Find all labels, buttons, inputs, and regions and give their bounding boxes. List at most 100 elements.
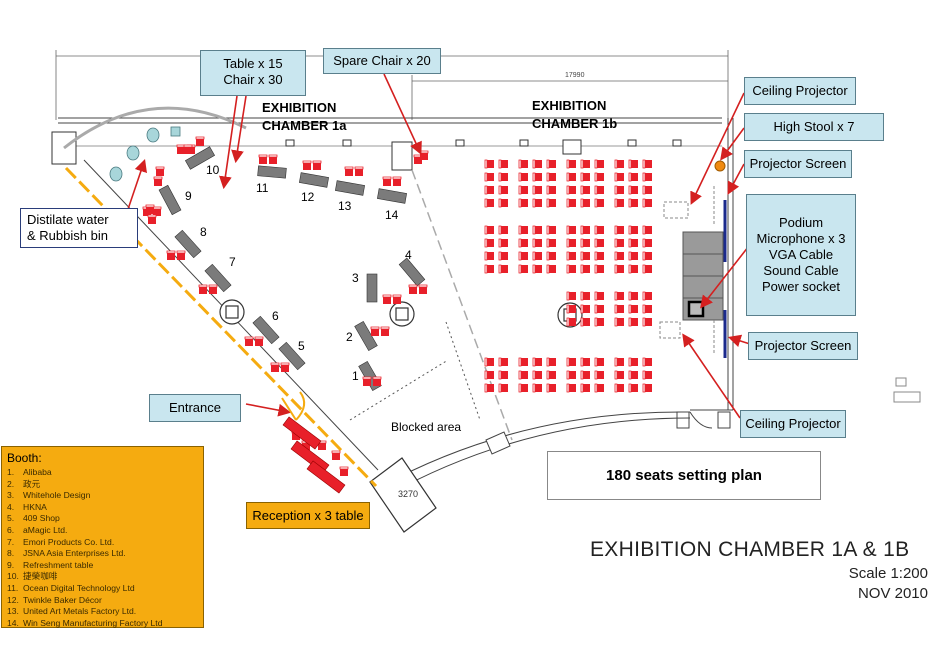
- audience-seat: [628, 251, 639, 261]
- audience-seat: [546, 185, 557, 195]
- audience-seat: [642, 317, 653, 327]
- audience-seat: [642, 264, 653, 274]
- podium-label: Podium: [778, 215, 824, 230]
- chair-count: Chair x 30: [223, 72, 283, 87]
- audience-seat: [532, 185, 543, 195]
- audience-seat: [580, 238, 591, 248]
- audience-seat: [642, 225, 653, 235]
- booth-legend-title: Booth:: [7, 451, 42, 465]
- booth-legend-item: 8.JSNA Asia Enterprises Ltd.: [7, 548, 203, 560]
- audience-seat: [628, 304, 639, 314]
- audience-seat: [566, 251, 577, 261]
- distilate-water-callout: Distilate water & Rubbish bin: [20, 208, 138, 248]
- audience-seat: [532, 370, 543, 380]
- audience-seat: [566, 198, 577, 208]
- booth-legend-item: 14.Win Seng Manufacturing Factory Ltd: [7, 618, 203, 630]
- booth-number-label: 8: [200, 225, 207, 239]
- booth-chair: [208, 284, 218, 295]
- booth-legend-item: 1.Alibaba: [7, 467, 203, 479]
- audience-seat: [566, 370, 577, 380]
- booth-chair: [183, 144, 193, 155]
- booth-chair: [380, 326, 390, 337]
- audience-seat: [628, 172, 639, 182]
- audience-seat: [498, 238, 509, 248]
- booth-table: [298, 172, 330, 188]
- audience-seat: [498, 357, 509, 367]
- audience-seat: [518, 383, 529, 393]
- booth-number-label: 10: [206, 163, 220, 177]
- reception-tables: [282, 416, 346, 494]
- booth-table: [366, 273, 378, 303]
- spare-chair: [339, 466, 349, 477]
- audience-seat: [532, 225, 543, 235]
- booth-table: [252, 315, 280, 345]
- booth-legend-item: 12.Twinkle Baker Décor: [7, 595, 203, 607]
- booth-legend-number: 14.: [7, 617, 19, 628]
- distilate-line-2: & Rubbish bin: [27, 228, 108, 243]
- booth-legend-number: 9.: [7, 559, 15, 570]
- booth-chair: [244, 336, 254, 347]
- pillars: [219, 299, 583, 328]
- booth-chair: [254, 336, 264, 347]
- booth-legend-number: 6.: [7, 524, 15, 535]
- blocked-line-2: [445, 321, 481, 421]
- audience-seat: [518, 159, 529, 169]
- booth-legend-name: United Art Metals Factory Ltd.: [23, 606, 137, 617]
- booth-legend-name: HKNA: [23, 501, 47, 512]
- audience-seat: [484, 251, 495, 261]
- audience-seat: [614, 264, 625, 274]
- seat-plan-label: 180 seats setting plan: [547, 451, 821, 500]
- booth-legend-name: Refreshment table: [23, 559, 94, 570]
- booth-table: [174, 229, 202, 259]
- booth-legend-number: 11.: [7, 582, 19, 593]
- booth-table: [257, 165, 287, 179]
- audience-seat: [484, 172, 495, 182]
- lower-walls: [377, 409, 733, 497]
- booth-legend-number: 2.: [7, 478, 15, 489]
- booth-table: [184, 146, 216, 170]
- table-count: Table x 15: [223, 56, 283, 71]
- audience-seat: [546, 357, 557, 367]
- booth-legend-name: Emori Products Co. Ltd.: [23, 536, 115, 547]
- wall-columns: [51, 131, 682, 171]
- audience-seat: [518, 357, 529, 367]
- audience-seat: [566, 264, 577, 274]
- booth-legend-item: 7.Emori Products Co. Ltd.: [7, 537, 203, 549]
- audience-seat: [498, 198, 509, 208]
- audience-seat: [614, 172, 625, 182]
- audience-seat: [594, 172, 605, 182]
- audience-seat: [498, 370, 509, 380]
- audience-seat: [532, 159, 543, 169]
- audience-seat: [580, 264, 591, 274]
- audience-seat: [566, 225, 577, 235]
- booth-legend-item: 2.政元: [7, 479, 203, 491]
- booth-chair: [372, 376, 382, 387]
- audience-seat: [580, 304, 591, 314]
- audience-seat: [628, 383, 639, 393]
- audience-seat: [546, 264, 557, 274]
- audience-seat: [594, 304, 605, 314]
- blocked-line-1: [349, 359, 449, 421]
- audience-seat: [614, 159, 625, 169]
- audience-seat: [628, 225, 639, 235]
- ceiling-projector-box-bottom: [659, 321, 681, 339]
- audience-seat: [498, 264, 509, 274]
- booth-table: [204, 263, 232, 293]
- booth-legend-item: 4.HKNA: [7, 502, 203, 514]
- spare-chair: [419, 150, 429, 161]
- audience-seat: [628, 198, 639, 208]
- audience-seat: [532, 238, 543, 248]
- audience-seat: [566, 238, 577, 248]
- audience-seat: [580, 159, 591, 169]
- booth-legend-name: Whitehole Design: [23, 490, 91, 501]
- audience-seat: [642, 198, 653, 208]
- booth-chair: [198, 284, 208, 295]
- booth-legend-name: JSNA Asia Enterprises Ltd.: [23, 548, 126, 559]
- audience-seat: [518, 198, 529, 208]
- booth-chair: [145, 204, 155, 215]
- booth-number-label: 2: [346, 330, 353, 344]
- audience-seat: [594, 370, 605, 380]
- table-chair-callout: Table x 15 Chair x 30: [200, 50, 306, 96]
- audience-seat: [614, 304, 625, 314]
- spare-chair-callout: Spare Chair x 20: [323, 48, 441, 74]
